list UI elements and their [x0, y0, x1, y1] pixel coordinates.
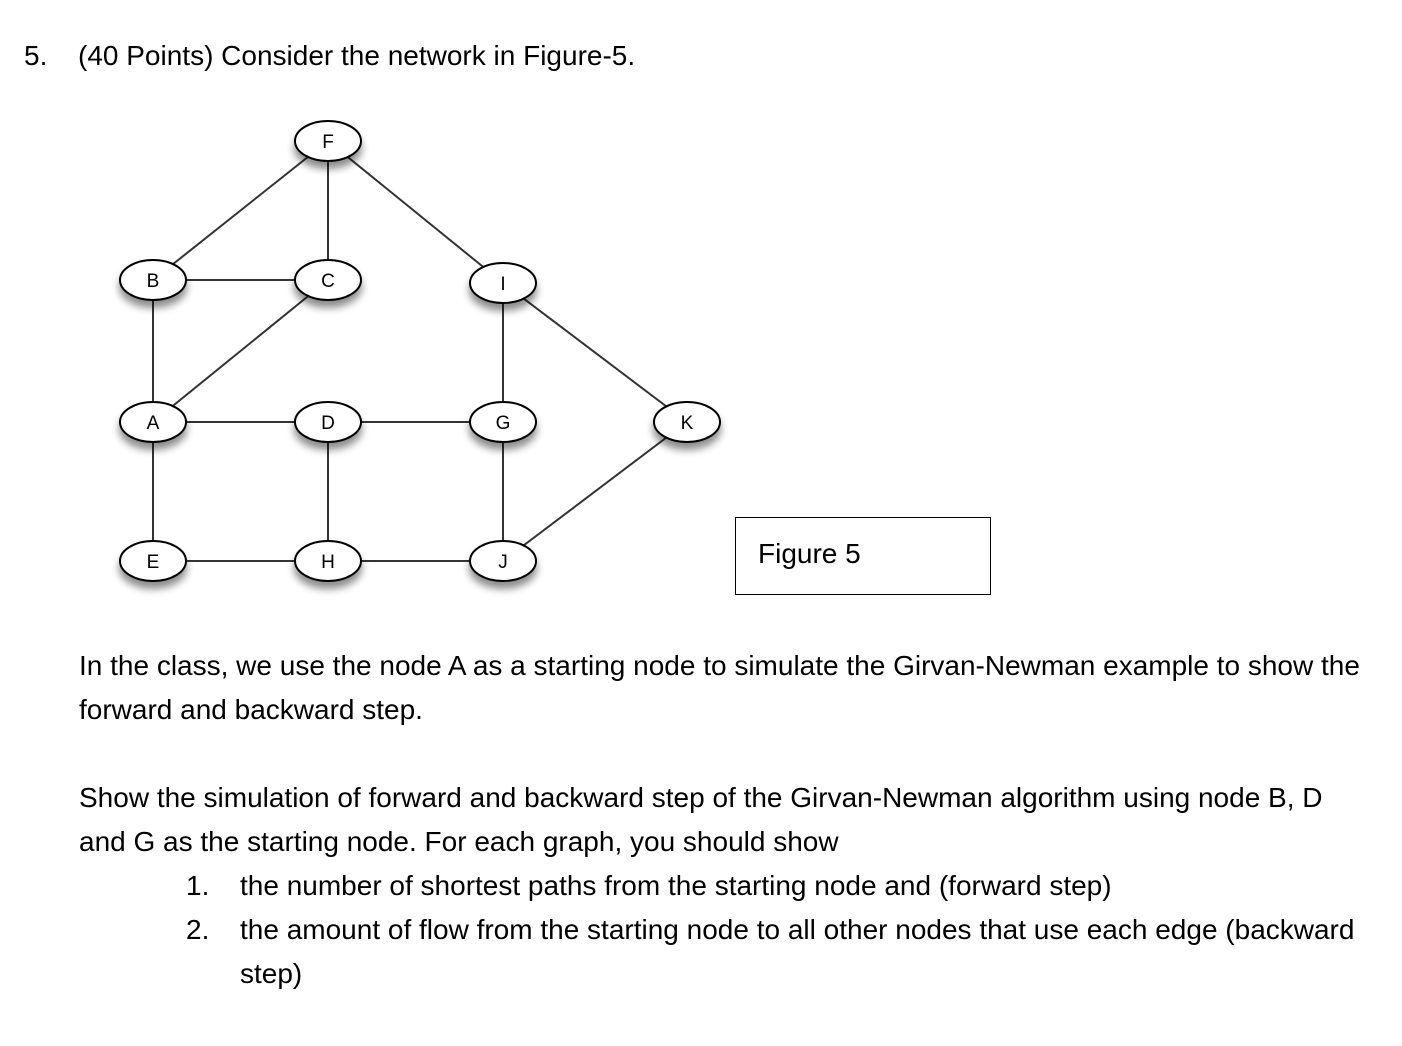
node-J: J: [469, 540, 537, 582]
figure-caption-box: Figure 5: [735, 517, 991, 595]
node-label: I: [500, 274, 505, 295]
node-shape: [469, 401, 537, 443]
step-item: 1. the number of shortest paths from the…: [186, 864, 1366, 908]
node-H: H: [294, 540, 362, 582]
node-I: I: [469, 262, 537, 304]
question-title: (40 Points) Consider the network in Figu…: [78, 40, 636, 71]
node-F: F: [294, 120, 362, 162]
node-shape: [119, 259, 187, 301]
steps-list: 1. the number of shortest paths from the…: [186, 864, 1366, 996]
edge-F-B: [152, 140, 329, 281]
node-label: C: [321, 271, 335, 292]
edge-C-A: [152, 279, 329, 423]
node-label: A: [147, 413, 160, 434]
edge-F-I: [327, 140, 504, 284]
question-number: 5.: [24, 40, 48, 71]
paragraph-task: Show the simulation of forward and backw…: [79, 782, 1323, 857]
node-label: J: [498, 552, 508, 573]
step-item: 2. the amount of flow from the starting …: [186, 908, 1366, 996]
node-shape: [119, 540, 187, 582]
node-B: B: [119, 259, 187, 301]
node-shape: [294, 120, 362, 162]
node-shape: [294, 259, 362, 301]
graph-nodes: F B C I A D G K E H J: [119, 120, 721, 582]
edge-K-J: [502, 421, 688, 562]
node-E: E: [119, 540, 187, 582]
node-label: F: [322, 132, 334, 153]
node-shape: [294, 540, 362, 582]
node-shape: [119, 401, 187, 443]
node-label: H: [321, 552, 335, 573]
node-label: E: [147, 552, 160, 573]
graph-edges: [152, 140, 688, 562]
node-label: D: [321, 413, 335, 434]
node-A: A: [119, 401, 187, 443]
question-heading: 5. (40 Points) Consider the network in Fi…: [24, 36, 635, 76]
node-shape: [294, 401, 362, 443]
figure-caption: Figure 5: [758, 538, 861, 569]
node-label: G: [496, 413, 511, 434]
node-shape: [469, 262, 537, 304]
step-text: the number of shortest paths from the st…: [240, 870, 1112, 901]
paragraph-intro: In the class, we use the node A as a sta…: [79, 650, 1360, 725]
node-label: K: [681, 413, 694, 434]
node-D: D: [294, 401, 362, 443]
node-shape: [469, 540, 537, 582]
node-label: B: [147, 271, 160, 292]
step-text: the amount of flow from the starting nod…: [240, 914, 1355, 989]
node-G: G: [469, 401, 537, 443]
step-number: 1.: [186, 870, 210, 901]
node-shape: [653, 401, 721, 443]
node-K: K: [653, 401, 721, 443]
step-number: 2.: [186, 914, 210, 945]
edge-I-K: [502, 282, 688, 423]
node-C: C: [294, 259, 362, 301]
